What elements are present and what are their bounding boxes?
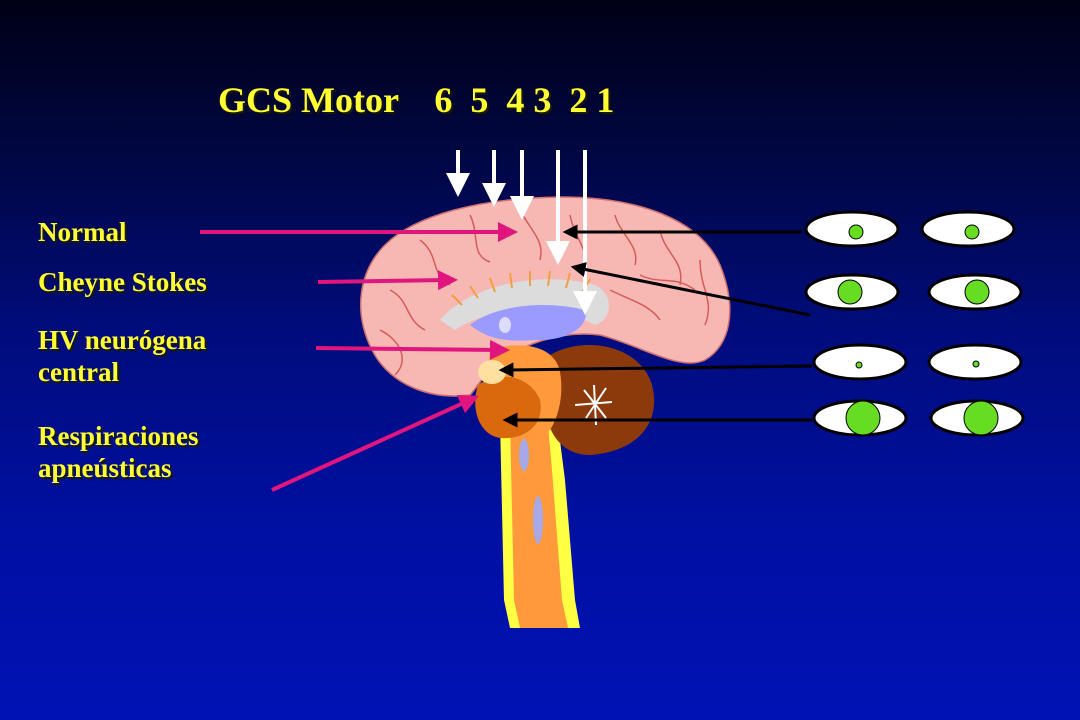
arrow-cheyne-stokes	[317, 270, 458, 291]
pupil-icon	[855, 361, 863, 369]
eye-pair-hv-neurogena	[812, 343, 1023, 381]
pupil-icon	[972, 360, 980, 368]
pupil-arrows	[498, 224, 813, 428]
label-cheyne-stokes: Cheyne Stokes	[38, 266, 207, 298]
label-hv-line2: central	[38, 357, 119, 387]
arrow-apneusticas	[271, 395, 480, 492]
lateral-ventricle	[470, 305, 586, 341]
arrow-pupil-cheyne	[570, 262, 811, 317]
label-cheyne-stokes-text: Cheyne Stokes	[38, 267, 207, 297]
spinal-canal	[519, 439, 529, 471]
corpus-callosum	[440, 279, 609, 330]
pupil-icon	[845, 400, 881, 436]
cerebellum	[545, 345, 655, 455]
thalamus	[478, 360, 506, 384]
ventricle-highlight	[499, 317, 511, 333]
eye-pair-normal	[804, 210, 1016, 248]
label-resp-line2: apneústicas	[38, 453, 172, 483]
label-normal: Normal	[38, 216, 126, 248]
respiration-arrows	[200, 222, 518, 492]
pupil-icon	[963, 400, 999, 436]
pupil-icon	[964, 279, 990, 305]
cerebellar-arbor	[574, 384, 613, 426]
spinal-canal	[533, 496, 543, 544]
label-resp-line1: Respiraciones	[38, 421, 199, 451]
gcs-motor-title: GCS Motor 6 5 4 3 2 1	[218, 80, 615, 120]
arrow-pupil-hv	[498, 362, 813, 378]
label-normal-text: Normal	[38, 217, 127, 247]
pupil-icon	[837, 279, 863, 305]
pons	[475, 376, 541, 439]
label-hv-neurogena-central: HV neurógena central	[38, 324, 206, 388]
pupil-icon	[848, 224, 864, 240]
callosal-fibers	[451, 270, 591, 306]
arrow-hv-neurogena	[315, 339, 510, 360]
eye-pair-apneusticas	[812, 399, 1025, 437]
eye-pair-cheyne-stokes	[804, 273, 1023, 311]
pupil-icon	[964, 224, 980, 240]
label-hv-line1: HV neurógena	[38, 325, 207, 355]
label-respiraciones-apneusticas: Respiraciones apneústicas	[38, 420, 198, 484]
gcs-motor-arrows	[446, 150, 597, 315]
